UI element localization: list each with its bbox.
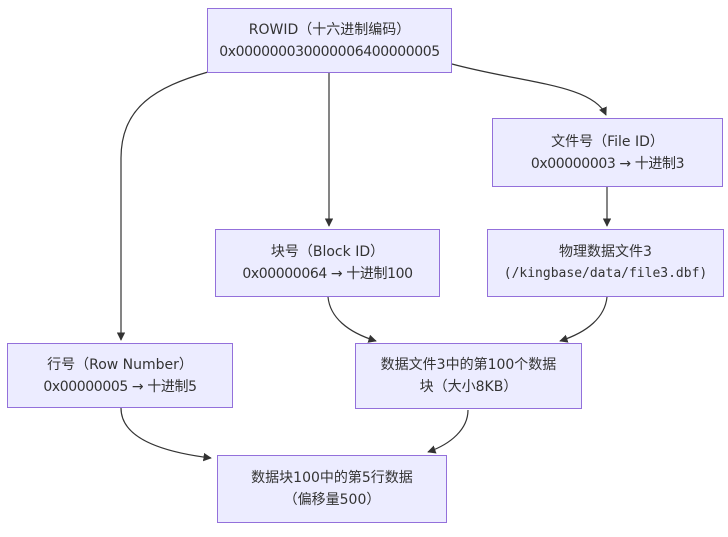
node-data-block-line1: 数据文件3中的第100个数据 <box>380 357 557 373</box>
edge-rowid-to-file-id <box>451 63 607 116</box>
node-data-block: 数据文件3中的第100个数据 块（大小8KB） <box>355 343 582 409</box>
edge-rowid-to-row-number <box>116 71 209 341</box>
node-block-id: 块号（Block ID） 0x00000064 → 十进制100 <box>215 229 440 297</box>
node-block-id-value: 0x00000064 → 十进制100 <box>242 266 413 282</box>
node-file-id: 文件号（File ID） 0x00000003 → 十进制3 <box>492 118 723 187</box>
node-row-data-line1: 数据块100中的第5行数据 <box>251 470 413 486</box>
node-rowid: ROWID（十六进制编码） 0x000000030000006400000005 <box>207 8 452 73</box>
node-row-data-line2: （偏移量500） <box>283 492 381 508</box>
node-file-id-value: 0x00000003 → 十进制3 <box>530 155 685 172</box>
node-physical-file: 物理数据文件3 (/kingbase/data/file3.dbf) <box>487 229 724 297</box>
node-block-id-title: 块号（Block ID） <box>270 244 385 260</box>
node-rowid-title: ROWID（十六进制编码） <box>248 21 411 38</box>
node-rowid-value: 0x000000030000006400000005 <box>219 43 440 60</box>
node-physical-file-title: 物理数据文件3 <box>559 244 652 260</box>
edge-physical-file-to-data-block <box>559 296 608 343</box>
node-row-number-value: 0x00000005 → 十进制5 <box>43 378 197 395</box>
edge-row-number-to-row-data <box>120 407 212 462</box>
node-row-data: 数据块100中的第5行数据 （偏移量500） <box>217 455 447 523</box>
edge-block-id-to-data-block <box>327 296 377 343</box>
node-data-block-line2: 块（大小8KB） <box>419 379 518 395</box>
edge-data-block-to-row-data <box>427 409 469 454</box>
node-row-number: 行号（Row Number） 0x00000005 → 十进制5 <box>7 343 233 408</box>
node-physical-file-path: (/kingbase/data/file3.dbf) <box>503 266 708 281</box>
node-row-number-title: 行号（Row Number） <box>47 356 193 373</box>
node-file-id-title: 文件号（File ID） <box>551 133 664 150</box>
